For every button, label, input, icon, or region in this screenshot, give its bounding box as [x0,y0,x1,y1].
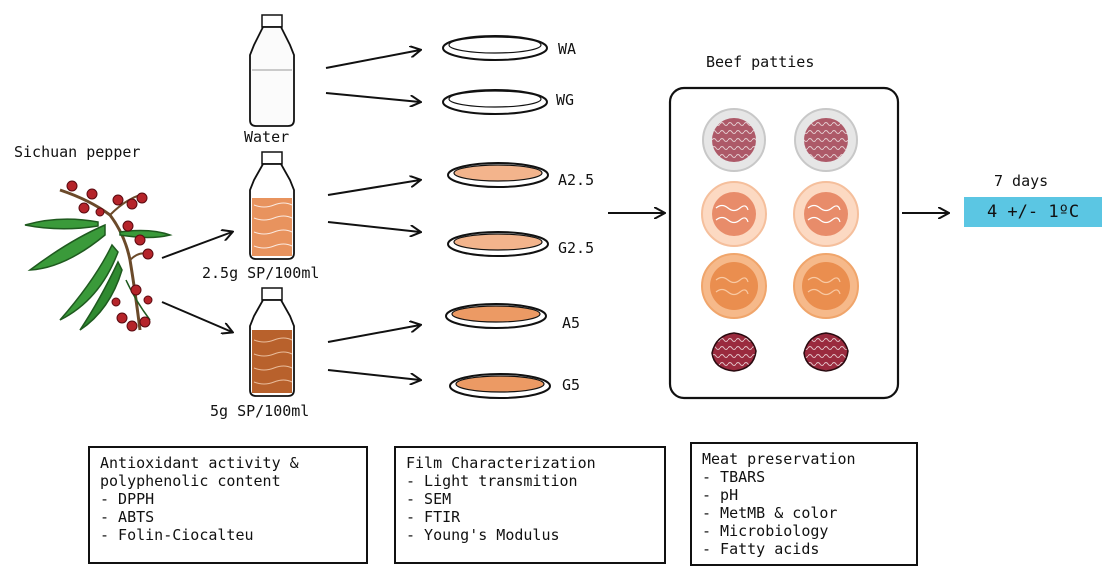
label-sichuan-pepper: Sichuan pepper [14,143,141,161]
film-box-item: - Light transmition [406,472,578,490]
film-label-wg: WG [556,91,575,109]
sp25-bottle-icon [249,151,295,260]
patty-row-dark [701,253,859,319]
film-label-g5: G5 [562,376,581,394]
label-water: Water [244,128,290,146]
antioxidant-box: Antioxidant activity & polyphenolic cont… [88,446,368,564]
film-dish-a5-icon [445,303,547,329]
patty-row-light [701,181,859,247]
sichuan-pepper-plant-icon [24,180,173,332]
film-dish-wg-icon [442,89,548,115]
sp5-bottle-icon [249,287,295,397]
film-label-wa: WA [558,40,577,58]
meat-box-item: - MetMB & color [702,504,838,522]
temperature-badge: 4 +/- 1ºC [964,197,1102,227]
meat-box-title: Meat preservation [702,450,856,468]
film-characterization-box: Film Characterization - Light transmitio… [394,446,666,564]
film-dish-a25-icon [447,162,549,188]
label-beef-patties: Beef patties [706,53,815,71]
antioxidant-item: - Folin-Ciocalteu [100,526,254,544]
film-dish-g25-icon [447,231,549,257]
water-bottle-icon [249,14,295,127]
label-days: 7 days [994,172,1049,190]
film-dish-g5-icon [449,373,551,399]
film-box-item: - FTIR [406,508,461,526]
film-box-title: Film Characterization [406,454,596,472]
film-label-a5: A5 [562,314,581,332]
antioxidant-title-2: polyphenolic content [100,472,281,490]
patty-row-control [702,108,858,172]
antioxidant-title-1: Antioxidant activity & [100,454,299,472]
film-box-item: - Young's Modulus [406,526,560,544]
meat-box-item: - Microbiology [702,522,829,540]
label-sp5: 5g SP/100ml [210,402,310,420]
film-label-g25: G2.5 [558,239,595,257]
meat-box-item: - Fatty acids [702,540,820,558]
meat-box-item: - pH [702,486,739,504]
arrow-plant-to-sp5 [161,301,232,332]
antioxidant-item: - ABTS [100,508,155,526]
film-box-item: - SEM [406,490,452,508]
antioxidant-item: - DPPH [100,490,155,508]
label-sp25: 2.5g SP/100ml [202,264,320,282]
film-label-a25: A2.5 [558,171,595,189]
meat-box-item: - TBARS [702,468,766,486]
arrows-bottles-to-films [325,50,420,380]
arrow-plant-to-sp25 [161,232,232,259]
film-dish-wa-icon [442,35,548,61]
meat-preservation-box: Meat preservation - TBARS - pH - MetMB &… [690,442,918,566]
patty-row-raw [711,332,849,372]
